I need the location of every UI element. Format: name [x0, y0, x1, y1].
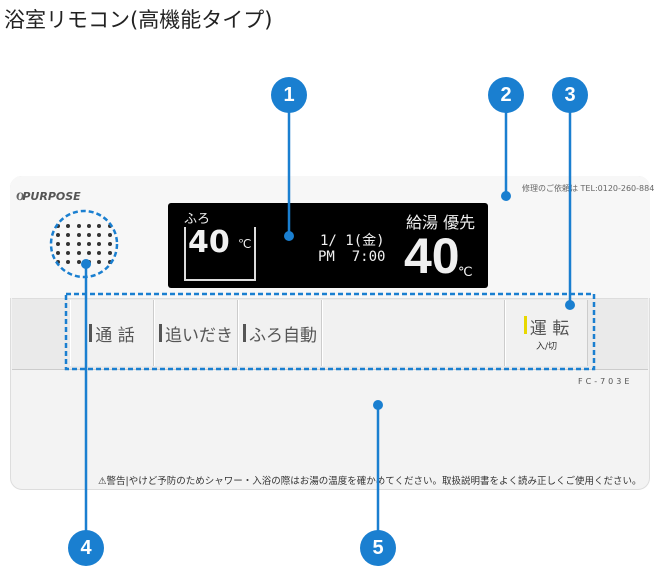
power-indicator	[523, 316, 527, 334]
speaker-hole	[107, 241, 112, 246]
power-button[interactable]: 運 転入/切	[505, 300, 588, 366]
brand-logo: ℴPURPOSE	[16, 184, 81, 205]
bath-temp-unit: ℃	[238, 237, 252, 251]
speaker-hole	[56, 251, 61, 256]
hot-water-temperature: 40	[404, 228, 460, 284]
speaker-hole	[56, 260, 61, 265]
button-marker	[243, 324, 246, 342]
warning-text: ⚠警告|やけど予防のためシャワー・入浴の際はお湯の温度を確かめてください。取扱説…	[98, 476, 642, 487]
speaker-hole	[97, 232, 102, 237]
button-label: ふろ自動	[249, 325, 317, 346]
callout-4: 4	[68, 530, 104, 566]
page-title: 浴室リモコン(高機能タイプ)	[4, 8, 273, 32]
mode-label: 給湯 優先	[406, 213, 476, 232]
button-label: 運 転	[529, 319, 570, 339]
speaker-hole	[87, 232, 92, 237]
speaker-hole	[56, 223, 61, 228]
speaker-hole	[87, 251, 92, 256]
lcd-display: ふろ 40 ℃ 1/ 1(金) PM 7:00 給湯 優先 40 ℃	[168, 203, 488, 288]
button-sublabel: 入/切	[535, 342, 558, 352]
speaker-hole	[66, 241, 71, 246]
speaker-hole	[97, 241, 102, 246]
speaker-hole	[76, 251, 81, 256]
warning-icon: ⚠	[98, 476, 107, 487]
speaker-hole	[107, 223, 112, 228]
bathtub-icon	[184, 227, 256, 281]
blank-panel	[322, 300, 505, 366]
callout-3: 3	[552, 77, 588, 113]
bath-temperature: 40	[188, 225, 230, 260]
repair-contact: 修理のご依頼は TEL:0120-260-884	[522, 184, 655, 193]
time: PM 7:00	[318, 249, 386, 265]
speaker-hole	[66, 260, 71, 265]
button-label: 追いだき	[165, 325, 233, 346]
speaker-hole	[97, 223, 102, 228]
intercom-button[interactable]: 通 話	[70, 300, 154, 366]
speaker-hole	[107, 232, 112, 237]
callout-5: 5	[360, 530, 396, 566]
speaker-hole	[76, 260, 81, 265]
speaker-hole	[107, 260, 112, 265]
warning-message: やけど予防のためシャワー・入浴の際はお湯の温度を確かめてください。取扱説明書をよ…	[128, 476, 642, 487]
button-marker	[159, 324, 162, 342]
callout-2: 2	[488, 77, 524, 113]
button-label: 通 話	[95, 325, 135, 346]
speaker-hole	[66, 232, 71, 237]
speaker-hole	[56, 241, 61, 246]
bath-label: ふろ	[184, 212, 211, 227]
brand-text: PURPOSE	[22, 190, 81, 203]
auto-bath-button[interactable]: ふろ自動	[238, 300, 322, 366]
logo-mark-icon: ℴ	[16, 184, 25, 205]
speaker-highlight	[49, 209, 119, 279]
speaker-hole	[66, 251, 71, 256]
warning-label: 警告	[106, 476, 126, 487]
reheat-button[interactable]: 追いだき	[154, 300, 238, 366]
model-number: FC-703E	[578, 377, 633, 386]
speaker-hole	[87, 223, 92, 228]
speaker-hole	[76, 241, 81, 246]
buttons-highlight	[64, 292, 596, 371]
button-marker	[89, 324, 93, 342]
speaker-hole	[97, 260, 102, 265]
speaker-hole	[56, 232, 61, 237]
speaker-hole	[76, 223, 81, 228]
speaker-hole	[107, 251, 112, 256]
speaker-hole	[87, 241, 92, 246]
speaker-hole	[66, 223, 71, 228]
speaker-hole	[97, 251, 102, 256]
speaker-hole	[76, 232, 81, 237]
hot-water-unit: ℃	[458, 265, 473, 280]
callout-1: 1	[271, 77, 307, 113]
date: 1/ 1(金)	[320, 233, 385, 249]
